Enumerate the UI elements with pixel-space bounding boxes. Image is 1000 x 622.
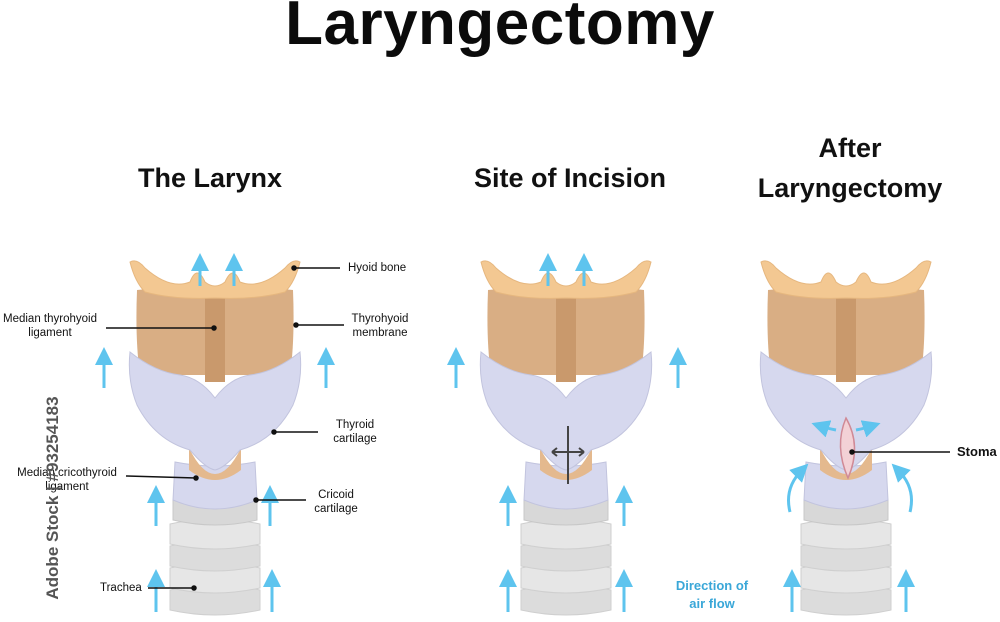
- airflow-arrows-panel-1: [95, 253, 335, 612]
- airflow-arrows-panel-2: [447, 253, 687, 612]
- label-median-thyrohyoid-line2: ligament: [28, 327, 72, 339]
- label-hyoid-bone: Hyoid bone: [348, 262, 407, 274]
- panel-title-incision: Site of Incision: [473, 163, 667, 193]
- panel-title-after-line1: After: [818, 133, 882, 163]
- stoma: [839, 416, 856, 480]
- label-thyrohyoid-membrane-line1: Thyrohyoid: [351, 313, 409, 325]
- legend-airflow-line2: air flow: [689, 596, 735, 611]
- legend-airflow-line1: Direction of: [675, 578, 749, 593]
- watermark-credit: Adobe Stock | #93254183: [43, 396, 62, 600]
- label-median-thyrohyoid-line1: Median thyrohyoid: [3, 313, 97, 325]
- panel-title-after-line2: Laryngectomy: [757, 173, 943, 203]
- label-thyrohyoid-membrane-line2: membrane: [352, 327, 408, 339]
- label-stoma: Stoma: [957, 444, 997, 459]
- label-median-cricothyroid-line1: Median cricothyroid: [17, 467, 117, 479]
- incision-marker: [551, 426, 585, 484]
- airflow-arrows-panel-3: [783, 420, 915, 612]
- label-trachea: Trachea: [100, 582, 142, 594]
- label-cricoid-cartilage-line2: cartilage: [314, 503, 358, 515]
- label-median-cricothyroid-line2: ligament: [45, 481, 89, 493]
- label-thyroid-cartilage-line2: cartilage: [333, 433, 377, 445]
- label-cricoid-cartilage-line1: Cricoid: [318, 489, 354, 501]
- leader-lines: [106, 265, 950, 591]
- diagram-title: Laryngectomy: [285, 0, 715, 58]
- label-thyroid-cartilage-line1: Thyroid: [335, 419, 375, 431]
- panel-title-larynx: The Larynx: [137, 163, 283, 193]
